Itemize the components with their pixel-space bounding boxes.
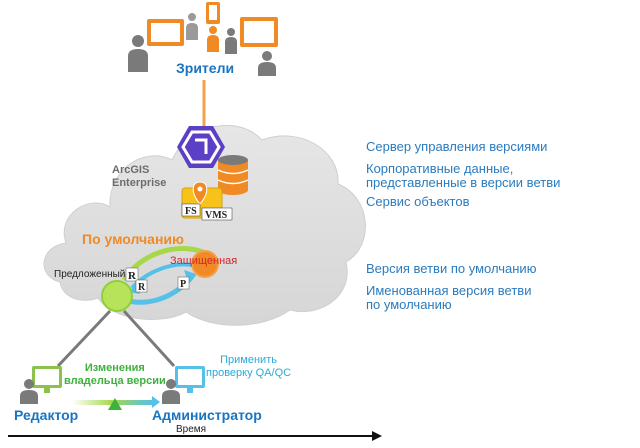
reconcile-badge-1: R (125, 267, 139, 282)
editor-workstation-icon (20, 366, 62, 404)
legend-enterprise-data-line2: представленные в версии ветви (366, 174, 561, 190)
legend-enterprise-data-line1: Корпоративные данные, (366, 161, 514, 176)
reconcile-badge-2: R (135, 279, 148, 293)
arcgis-label-line2: Enterprise (112, 176, 167, 189)
database-icon (217, 155, 249, 195)
legend-feature-service: Сервис объектов (366, 194, 470, 209)
proposed-to-admin-line (122, 309, 176, 368)
default-version-label: По умолчанию (82, 231, 184, 247)
legend-named-branch-line2: по умолчанию (366, 296, 452, 312)
editor-to-admin-arrow-head (152, 396, 160, 408)
fs-badge: FS (185, 206, 197, 217)
version-owner-changes-label: Изменения владельца версии (64, 362, 166, 387)
changes-label-line1: Изменения (84, 362, 145, 374)
administrator-label: Администратор (152, 407, 262, 423)
qa-label-line1: Применить (220, 354, 277, 366)
post-badge-text: P (180, 279, 186, 290)
arcgis-label-line1: ArcGIS (112, 164, 150, 176)
reconcile-badge-text-2: R (138, 282, 146, 293)
legend-enterprise-data: Корпоративные данные, представленные в в… (366, 162, 560, 189)
post-badge: P (177, 276, 190, 290)
arcgis-enterprise-label: ArcGIS Enterprise (112, 164, 166, 189)
time-axis-arrow-head (372, 431, 382, 441)
legend-named-branch-line1: Именованная версия ветви (366, 283, 532, 298)
feature-service-icon: FS VMS (181, 181, 233, 221)
viewers-group-icon (128, 2, 278, 76)
administrator-workstation-icon (162, 366, 205, 404)
proposed-to-editor-line (56, 309, 112, 368)
changes-label-line2: владельца версии (64, 374, 166, 387)
legend-default-branch: Версия ветви по умолчанию (366, 261, 537, 276)
qa-label-line2: проверку QA/QC (206, 366, 292, 379)
legend-named-branch: Именованная версия ветви по умолчанию (366, 284, 531, 311)
vms-badge: VMS (205, 210, 228, 221)
reconcile-badge-text-1: R (128, 270, 137, 282)
proposed-version-node (101, 280, 133, 312)
viewers-label: Зрители (176, 60, 235, 76)
proposed-label: Предложенный (54, 269, 126, 280)
time-label: Время (176, 424, 207, 435)
editor-to-admin-arrow (72, 400, 152, 405)
protected-label: Защищенная (170, 255, 238, 267)
change-triangle-icon (108, 398, 122, 410)
default-version-node (191, 250, 219, 278)
arcgis-enterprise-portal-icon (177, 126, 225, 168)
legend-version-server: Сервер управления версиями (366, 139, 548, 154)
editor-label: Редактор (14, 407, 79, 423)
apply-qa-qc-label: Применить проверку QA/QC (206, 354, 291, 379)
